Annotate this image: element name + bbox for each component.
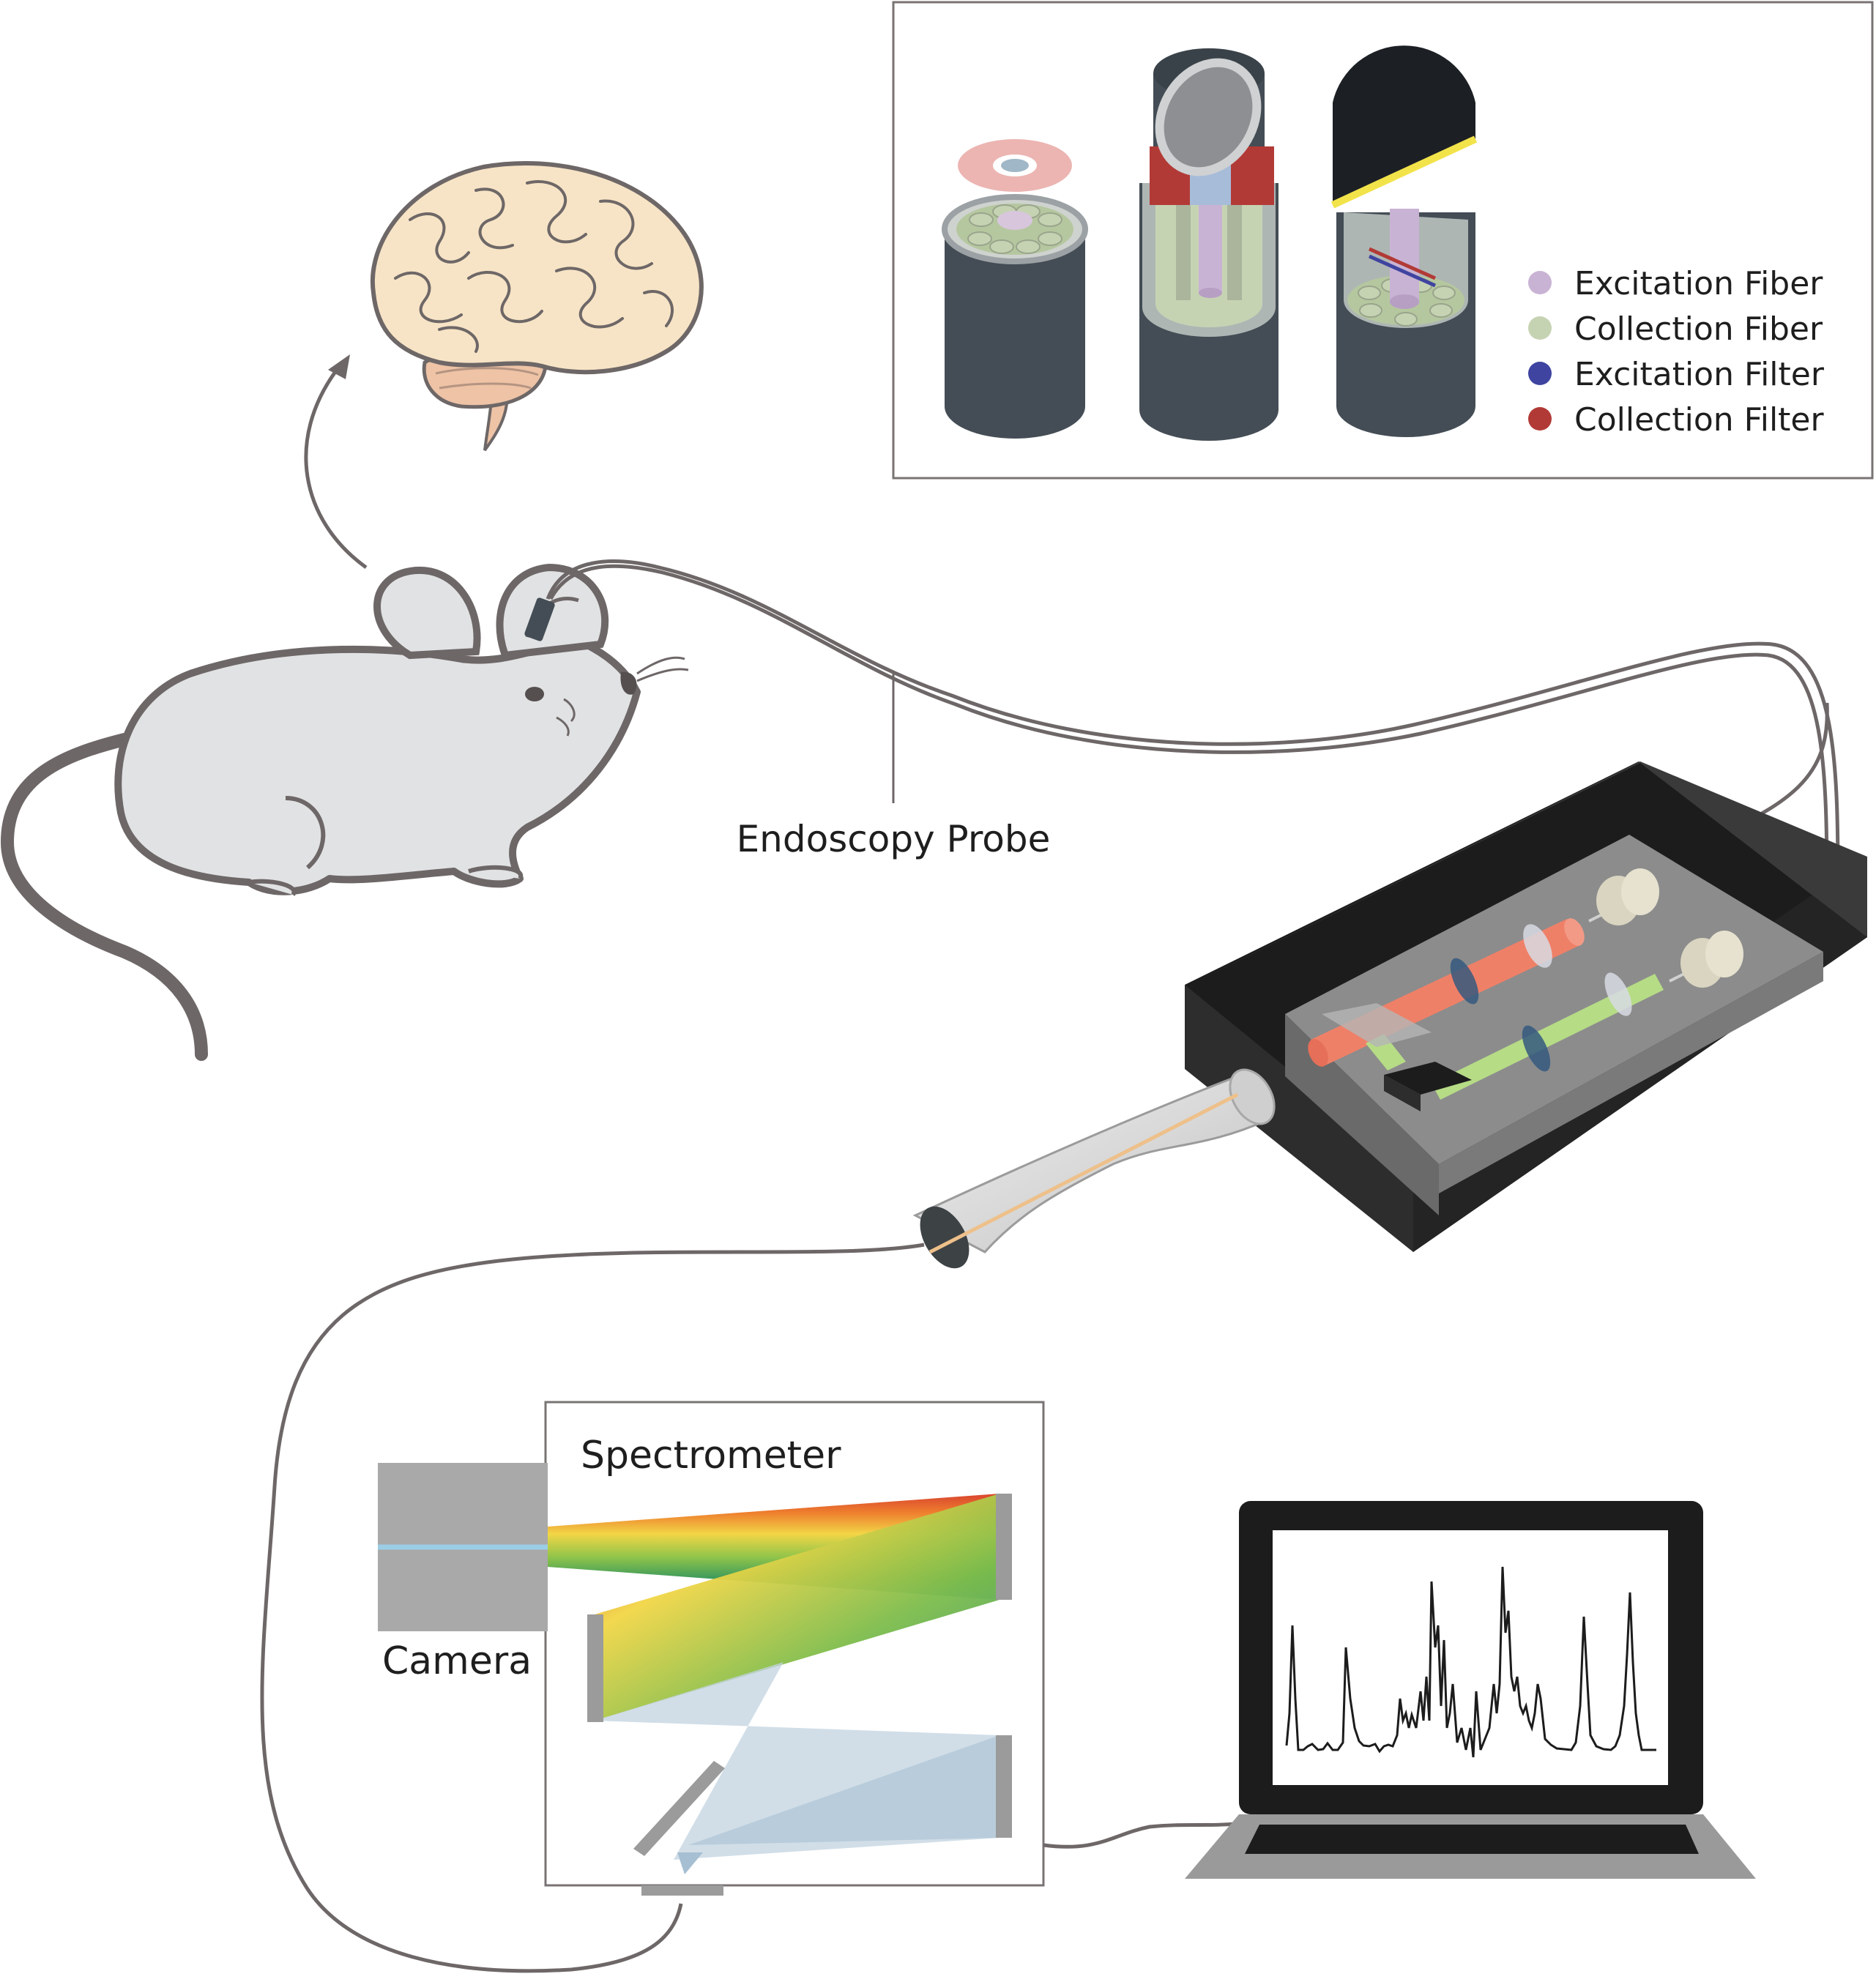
mouse-whiskers — [556, 656, 689, 737]
spectrometer-label: Spectrometer — [581, 1434, 841, 1478]
lens-disc — [1155, 58, 1262, 176]
probe-cylinder-2 — [1139, 48, 1278, 441]
legend-item-excitation-filter: Excitation Filter — [1528, 356, 1825, 393]
probe-cylinder-1 — [942, 139, 1088, 439]
legend-label: Excitation Filter — [1574, 356, 1825, 393]
mouse-hindleg — [285, 796, 326, 870]
split-tube — [912, 1068, 1276, 1269]
mouse-paws — [248, 865, 524, 896]
legend-item-collection-fiber: Collection Fiber — [1528, 310, 1823, 348]
cerebrum — [370, 161, 704, 375]
legend-label: Collection Fiber — [1574, 310, 1823, 348]
mouse-nose — [620, 671, 637, 695]
legend-item-collection-filter: Collection Filter — [1528, 401, 1825, 439]
probe-cylinder-3 — [1330, 45, 1478, 437]
arrow-to-brain — [304, 354, 368, 570]
fiber-couplers — [1588, 868, 1743, 988]
spectrometer: Spectrometer Camera — [378, 1401, 1045, 1896]
spectrum-plot — [1285, 1566, 1656, 1758]
brain — [370, 161, 704, 452]
legend-label: Excitation Fiber — [1574, 265, 1823, 302]
collimating-mirror — [587, 1614, 603, 1722]
mouse-eye — [525, 687, 544, 701]
mouse — [0, 563, 689, 1061]
mouse-body — [114, 639, 641, 895]
mirror-block — [1384, 1062, 1472, 1095]
endoscopy-probe-label: Endoscopy Probe — [737, 818, 1051, 860]
optical-housing — [1185, 761, 1867, 1252]
laptop-keyboard — [1245, 1825, 1699, 1854]
excitation-fiber-1 — [997, 211, 1032, 230]
spectrum-beam-diagonal — [595, 1494, 1000, 1721]
cable-to-laptop — [1043, 1821, 1246, 1849]
probe-inset: Excitation Fiber Collection Fiber Excita… — [892, 1, 1874, 480]
mouse-tail — [0, 733, 208, 1061]
grating-mirror — [996, 1494, 1012, 1600]
arrowhead — [328, 354, 350, 379]
cable-to-spectrometer — [260, 1243, 925, 1973]
legend-label: Collection Filter — [1574, 401, 1825, 439]
excitation-fiber-3 — [1390, 209, 1419, 304]
laptop-display — [1273, 1530, 1668, 1785]
dichroic-mirror — [1322, 1003, 1432, 1047]
entrance-slit — [641, 1885, 723, 1896]
legend-item-excitation-fiber: Excitation Fiber — [1528, 265, 1823, 302]
fold-mirror — [633, 1761, 725, 1856]
laptop — [1185, 1501, 1756, 1879]
camera-label: Camera — [382, 1639, 532, 1683]
focusing-mirror — [996, 1735, 1012, 1838]
mouse-ear-back — [373, 566, 481, 660]
legend: Excitation Fiber Collection Fiber Excita… — [1528, 265, 1825, 439]
probe-implant — [524, 597, 555, 641]
endoscopy-probe-callout: Endoscopy Probe — [737, 674, 1051, 860]
